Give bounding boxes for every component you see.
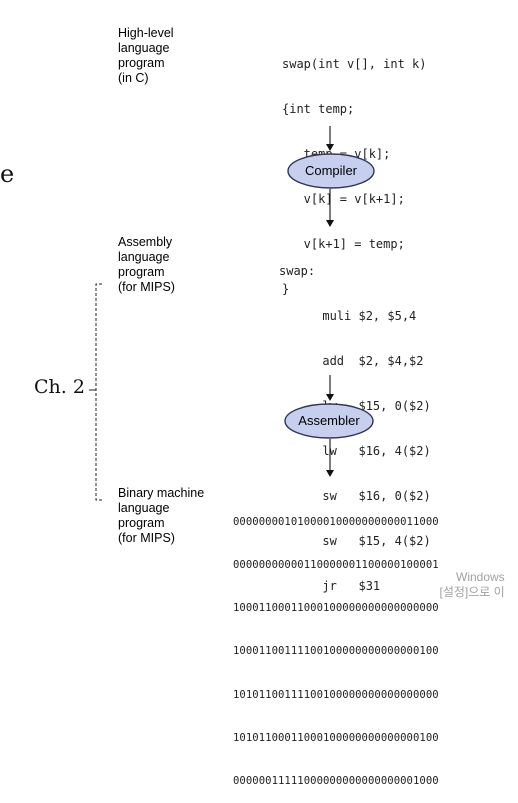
binary-line: 10101100011000100000000000000100 (233, 731, 439, 744)
code-line: sw $16, 0($2) (279, 489, 431, 503)
code-line: jr $31 (279, 579, 381, 593)
compiler-ellipse (287, 153, 375, 189)
label-line: program (118, 56, 165, 70)
code-line: add $2, $4,$2 (279, 354, 424, 368)
watermark-line: Windows (456, 570, 505, 584)
label-line: (for MIPS) (118, 531, 175, 545)
label-line: High-level (118, 26, 174, 40)
c-code-block: swap(int v[], int k) {int temp; temp = v… (282, 27, 427, 312)
binary-line: 10101100111100100000000000000000 (233, 688, 439, 701)
label-line: Assembly (118, 235, 173, 249)
os-watermark: Windows [설정]으로 이 (384, 570, 505, 600)
binary-line: 00000011111000000000000000001000 (233, 775, 439, 788)
label-line: language (118, 501, 170, 515)
code-line: sw $15, 4($2) (279, 534, 431, 548)
code-line: } (282, 282, 290, 296)
code-line: v[k] = v[k+1]; (282, 192, 405, 206)
diagram-graphics: Compiler Assembler (89, 126, 375, 501)
code-line: v[k+1] = temp; (282, 237, 405, 251)
code-line: muli $2, $5,4 (279, 309, 417, 323)
label-line: language (118, 250, 170, 264)
label-line: Binary machine (118, 486, 205, 500)
compiler-label: Compiler (305, 163, 358, 178)
label-binary: Binary machine language program (for MIP… (118, 486, 204, 546)
assembly-code-block: swap: muli $2, $5,4 add $2, $4,$2 lw $15… (279, 234, 431, 609)
assembler-node: Assembler (284, 403, 374, 439)
label-line: (in C) (118, 71, 149, 85)
label-assembly: Assembly language program (for MIPS) (118, 235, 175, 295)
binary-line: 00000000101000010000000000011000 (233, 515, 439, 528)
chapter-label: Ch. 2 (34, 376, 85, 398)
assembler-ellipse (284, 403, 374, 439)
label-line: (for MIPS) (118, 280, 175, 294)
code-line: swap(int v[], int k) (282, 57, 427, 71)
binary-line: 10001100111100100000000000000100 (233, 645, 439, 658)
watermark-line: [설정]으로 이 (439, 585, 505, 599)
assembler-label: Assembler (298, 413, 360, 428)
binary-line: 00000000000110000001100000100001 (233, 559, 439, 572)
code-line: {int temp; (282, 102, 355, 116)
label-high-level: High-level language program (in C) (118, 26, 174, 86)
code-line: swap: (279, 264, 316, 278)
edge-glyph: e (0, 160, 15, 188)
label-line: language (118, 41, 170, 55)
compiler-node: Compiler (287, 153, 375, 189)
label-line: program (118, 516, 165, 530)
chapter-bracket (95, 283, 102, 501)
label-line: program (118, 265, 165, 279)
